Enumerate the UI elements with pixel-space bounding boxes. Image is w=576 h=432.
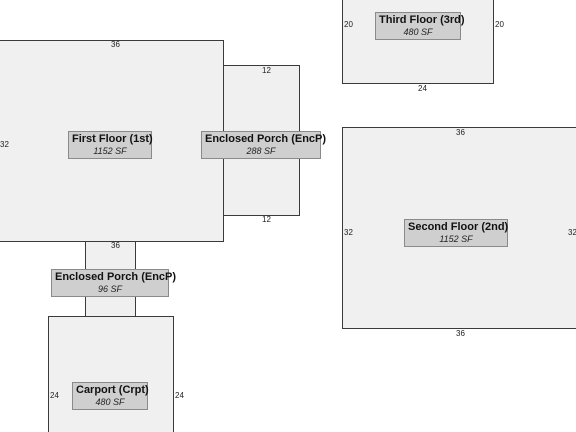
carport-left-dim: 24 xyxy=(50,391,59,400)
enclosed-porch-lower-top-dim: 36 xyxy=(111,241,120,250)
carport-area[interactable] xyxy=(48,316,174,432)
third-floor-area[interactable] xyxy=(342,0,494,84)
carport-name: Carport (Crpt) xyxy=(76,384,149,396)
third-floor-label[interactable]: Third Floor (3rd) 480 SF xyxy=(375,12,465,40)
third-floor-name: Third Floor (3rd) xyxy=(379,14,465,26)
second-floor-right-dim: 32 xyxy=(568,228,576,237)
enclosed-porch-right-sf: 288 SF xyxy=(246,146,276,156)
third-floor-left-dim: 20 xyxy=(344,20,353,29)
first-floor-name: First Floor (1st) xyxy=(72,133,153,145)
first-floor-left-dim: 32 xyxy=(0,140,9,149)
enclosed-porch-right-top-dim: 12 xyxy=(262,66,271,75)
first-floor-label[interactable]: First Floor (1st) 1152 SF xyxy=(68,131,153,159)
third-floor-bottom-dim: 24 xyxy=(418,84,427,93)
second-floor-bottom-dim: 36 xyxy=(456,329,465,338)
enclosed-porch-right-bottom-dim: 12 xyxy=(262,215,271,224)
second-floor-top-dim: 36 xyxy=(456,128,465,137)
enclosed-porch-right-label[interactable]: Enclosed Porch (EncP) 288 SF xyxy=(201,131,327,159)
second-floor-name: Second Floor (2nd) xyxy=(408,221,509,233)
third-floor-sf: 480 SF xyxy=(403,27,433,37)
second-floor-sf: 1152 SF xyxy=(439,234,473,244)
carport-label[interactable]: Carport (Crpt) 480 SF xyxy=(72,382,149,410)
first-floor-sf: 1152 SF xyxy=(93,146,127,156)
second-floor-left-dim: 32 xyxy=(344,228,353,237)
enclosed-porch-lower-label[interactable]: Enclosed Porch (EncP) 96 SF xyxy=(51,269,177,297)
enclosed-porch-lower-name: Enclosed Porch (EncP) xyxy=(55,271,177,283)
enclosed-porch-lower-sf: 96 SF xyxy=(97,284,122,294)
carport-right-dim: 24 xyxy=(175,391,184,400)
third-floor-right-dim: 20 xyxy=(495,20,504,29)
enclosed-porch-right-name: Enclosed Porch (EncP) xyxy=(205,133,327,145)
first-floor-top-dim: 36 xyxy=(111,40,120,49)
carport-sf: 480 SF xyxy=(95,397,125,407)
second-floor-label[interactable]: Second Floor (2nd) 1152 SF xyxy=(404,219,508,247)
